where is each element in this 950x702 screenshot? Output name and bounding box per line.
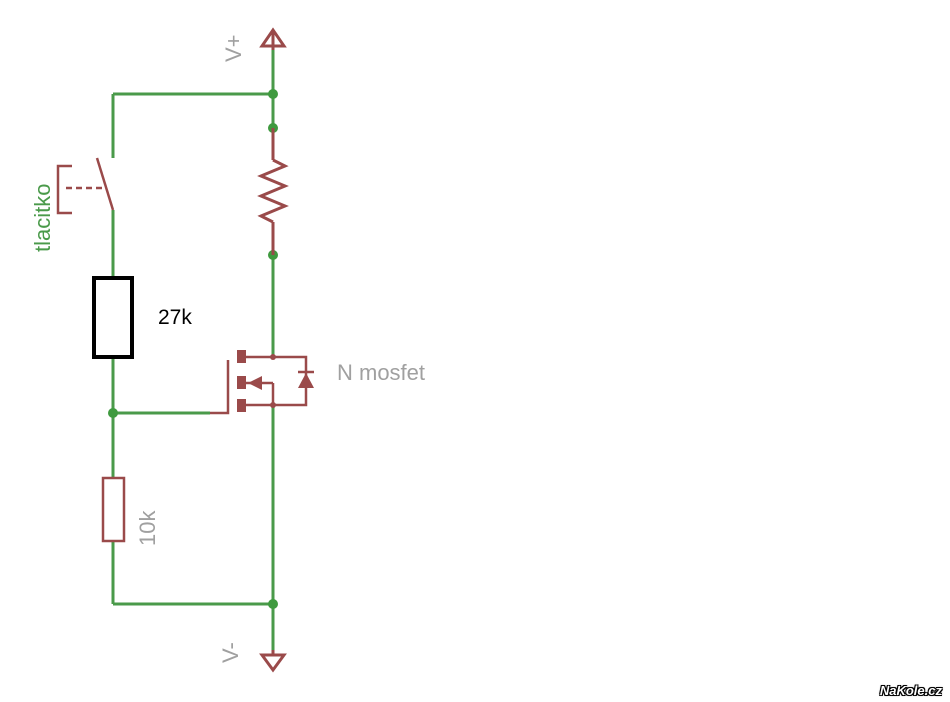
push-button-switch	[56, 157, 115, 215]
watermark: NaKole.cz	[879, 683, 942, 698]
wires	[111, 50, 275, 650]
load-resistor	[257, 128, 289, 255]
mosfet-label: N mosfet	[337, 360, 425, 385]
resistor-10k	[101, 476, 126, 543]
junction-top-right	[268, 89, 278, 99]
vplus-symbol	[259, 27, 287, 50]
vplus-label: V+	[221, 34, 246, 62]
vminus-label: V-	[218, 642, 243, 663]
resistor-10k-label: 10k	[135, 510, 160, 546]
vminus-symbol	[259, 650, 287, 673]
junction-bottom-right	[268, 599, 278, 609]
junction-gate-node	[108, 408, 118, 418]
switch-label: tlacitko	[30, 184, 55, 252]
resistor-27k	[92, 276, 134, 359]
n-mosfet	[210, 350, 314, 415]
resistor-27k-label: 27k	[158, 306, 192, 329]
